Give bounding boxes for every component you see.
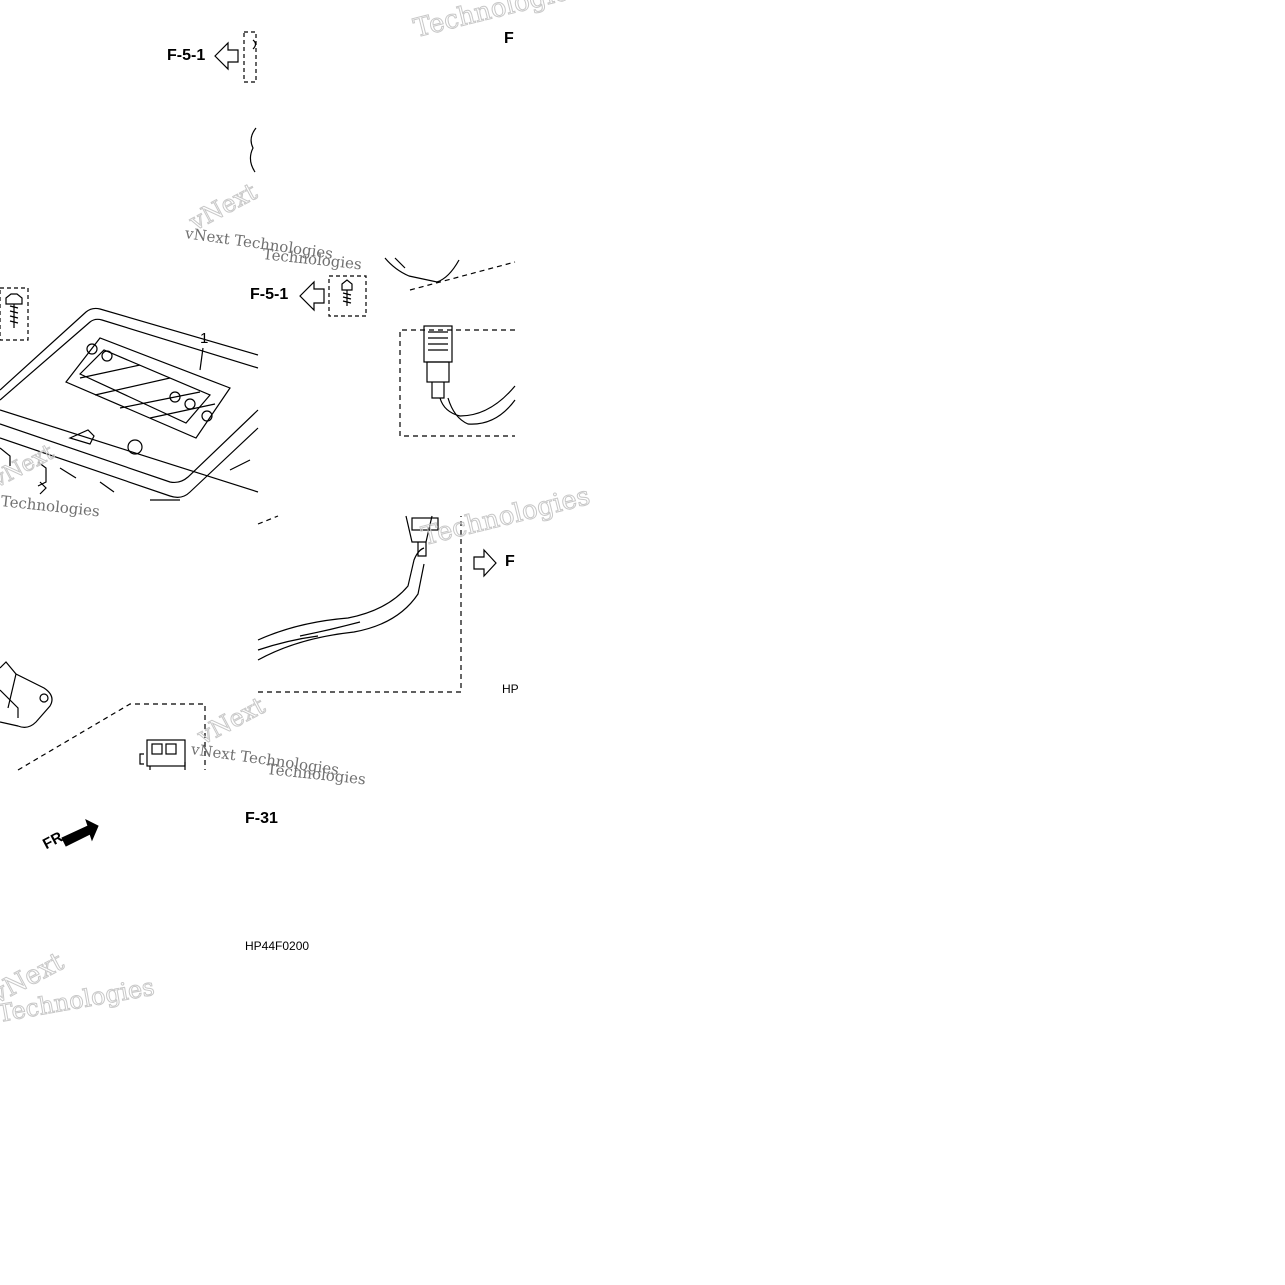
ref-label-right-mid: F: [505, 553, 515, 570]
ref-label-bottom-clip: F-31: [245, 808, 298, 830]
ref-label-top-left: F-5-1: [167, 47, 206, 64]
drawing-code-left: HP44F0200: [245, 939, 310, 953]
harness-connector-icon: [405, 515, 439, 557]
drawing-code-clip: HP44F0200: [245, 938, 318, 956]
ref-label-mid-left: F-5-1: [250, 286, 289, 303]
bolt-box: [0, 287, 29, 341]
control-unit-outline: [0, 307, 259, 501]
harness-wire: [257, 547, 425, 641]
part-number-label: 1: [200, 330, 209, 347]
harness-box: [258, 516, 462, 693]
fastener-box-top: [243, 31, 257, 83]
drawing-code-right: HP: [502, 682, 519, 696]
part-leader-line: [199, 347, 204, 371]
mounting-bracket-icon: [0, 661, 53, 728]
screw-box: [328, 275, 367, 317]
bolt-icon: [5, 293, 23, 328]
ref-arrow-right-icon: [473, 548, 497, 578]
connector-box: [399, 329, 515, 437]
screw-icon: [341, 279, 353, 306]
ref-arrow-left-icon-mid: [299, 280, 325, 312]
connector-icon: [423, 325, 516, 425]
dashed-guide-harness: [257, 515, 279, 525]
ref-label-bottom-left: F-31: [245, 810, 278, 827]
ref-label-mid-clip: F-5-1: [250, 286, 298, 308]
ref-label-top-right: F: [504, 30, 514, 47]
dashed-guide-top: [409, 261, 516, 291]
dashed-guide-bottom: [17, 703, 206, 771]
front-direction-arrow-icon: [61, 819, 99, 847]
ref-arrow-left-icon: [214, 41, 239, 71]
small-connector-icon: [139, 739, 186, 770]
